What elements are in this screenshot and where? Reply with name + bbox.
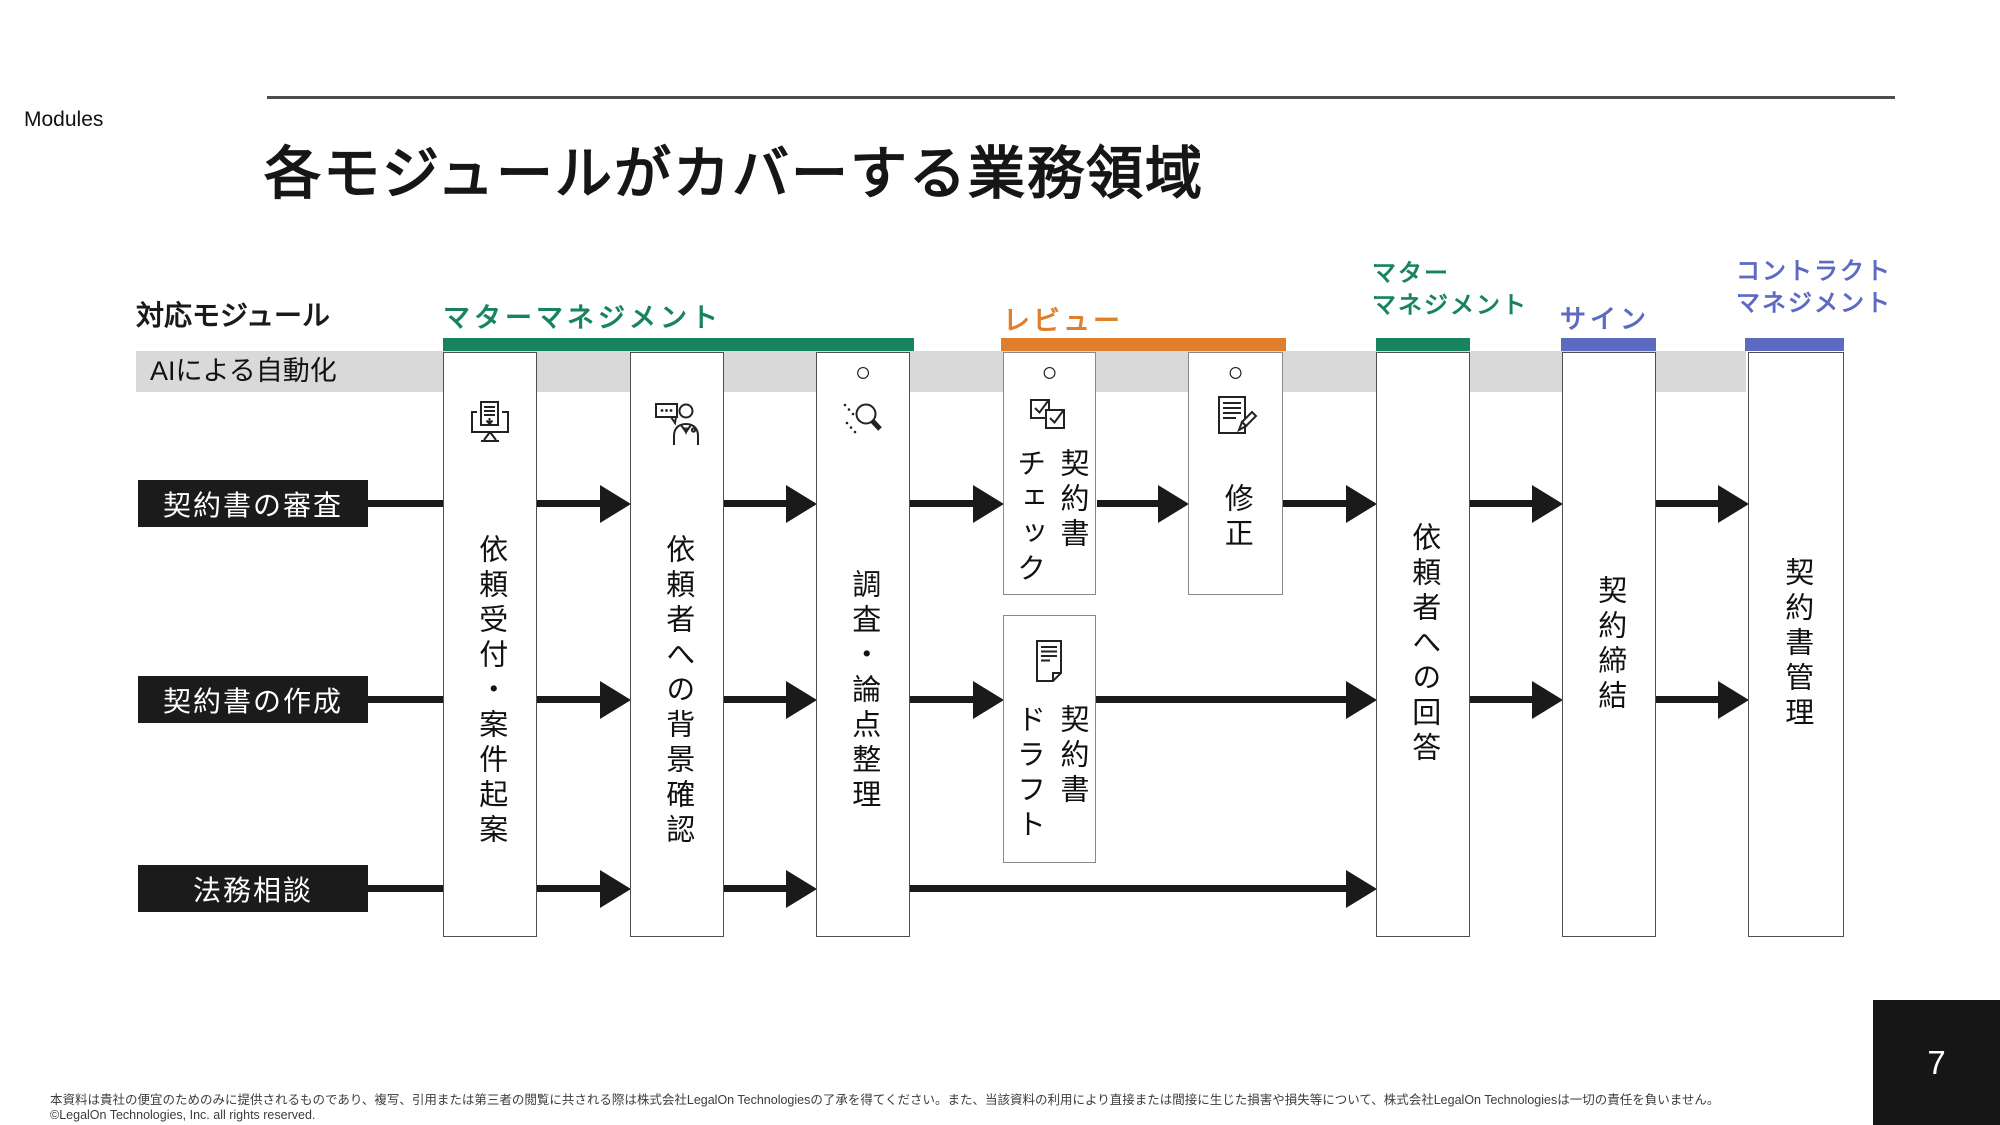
arrow-head [600, 485, 631, 523]
arrow-shaft [1283, 500, 1346, 507]
footer-disclaimer: 本資料は貴社の便宜のためのみに提供されるものであり、複写、引用または第三者の閲覧… [50, 1093, 1720, 1122]
connector-line [368, 500, 443, 507]
magnifier-icon [839, 399, 887, 447]
matter-management-bar-2 [1376, 338, 1470, 351]
arrow-shaft [910, 885, 1346, 892]
arrow-shaft [910, 500, 973, 507]
arrow-head [600, 870, 631, 908]
module-header-matter-management-2: マター マネジメント [1372, 260, 1528, 319]
step-label: 契約書 チェック [1012, 447, 1089, 588]
module-header-matter-management: マターマネジメント [443, 303, 722, 333]
arrow-head [1346, 870, 1377, 908]
arrow-shaft [1656, 696, 1718, 703]
title-rule [267, 96, 1895, 99]
step-column-research: ○ 調査・論点整理 [816, 352, 910, 937]
review-bar [1001, 338, 1286, 351]
arrow-head [600, 681, 631, 719]
step-column-contract-draft: 契約書 ドラフト [1003, 615, 1096, 863]
arrow-shaft [724, 885, 786, 892]
arrow-shaft [537, 500, 600, 507]
step-column-contract-management: 契約書管理 [1748, 352, 1844, 937]
connector-line [368, 885, 443, 892]
page-title: 各モジュールがカバーする業務領域 [264, 142, 1205, 206]
step-label: 依頼者への回答 [1407, 522, 1440, 767]
contract-management-bar [1745, 338, 1844, 351]
arrow-head [786, 870, 817, 908]
arrow-head [1532, 681, 1563, 719]
checklist-icon [1026, 393, 1074, 441]
process-box-legal-consultation: 法務相談 [138, 865, 368, 912]
arrow-head [1346, 485, 1377, 523]
step-column-client-reply: 依頼者への回答 [1376, 352, 1470, 937]
arrow-head [973, 485, 1004, 523]
modules-eyebrow: Modules [24, 108, 104, 131]
step-label: 依頼者への背景確認 [661, 534, 694, 849]
arrow-shaft [724, 696, 786, 703]
matter-management-bar [443, 338, 914, 351]
arrow-shaft [1096, 696, 1346, 703]
page-number: 7 [1927, 1043, 1946, 1081]
row-label-modules: 対応モジュール [136, 300, 331, 331]
page-number-box: 7 [1873, 1000, 2000, 1125]
document-icon [1026, 638, 1074, 686]
step-label: 修正 [1220, 482, 1253, 553]
step-label: 契約書管理 [1780, 557, 1813, 732]
step-column-request-intake: 依頼受付・案件起案 [443, 352, 537, 937]
ai-automation-band: AIによる自動化 [136, 351, 1746, 392]
step-column-contract-check: ○ 契約書 チェック [1003, 352, 1096, 595]
ai-automated-mark: ○ [1227, 357, 1244, 387]
module-header-review: レビュー [1003, 306, 1123, 336]
arrow-head [1158, 485, 1189, 523]
step-column-background-check: 依頼者への背景確認 [630, 352, 724, 937]
module-header-contract-management: コントラクト マネジメント [1736, 258, 1892, 317]
arrow-shaft [1470, 500, 1532, 507]
module-header-sign: サイン [1560, 304, 1651, 334]
step-label: 契約締結 [1593, 574, 1626, 715]
arrow-shaft [537, 696, 600, 703]
process-box-contract-review: 契約書の審査 [138, 480, 368, 527]
arrow-head [1718, 485, 1749, 523]
monitor-intake-icon [466, 399, 514, 447]
client-hearing-icon [653, 399, 701, 447]
arrow-head [1532, 485, 1563, 523]
arrow-head [973, 681, 1004, 719]
arrow-shaft [1097, 500, 1158, 507]
row-label-ai-automation: AIによる自動化 [150, 356, 337, 386]
step-label: 依頼受付・案件起案 [474, 534, 507, 849]
ai-automated-mark: ○ [1041, 357, 1058, 387]
arrow-head [1718, 681, 1749, 719]
arrow-shaft [1470, 696, 1532, 703]
sign-bar [1561, 338, 1656, 351]
arrow-head [786, 485, 817, 523]
arrow-shaft [1656, 500, 1718, 507]
arrow-head [786, 681, 817, 719]
process-box-contract-drafting: 契約書の作成 [138, 676, 368, 723]
arrow-shaft [910, 696, 973, 703]
arrow-shaft [724, 500, 786, 507]
arrow-shaft [537, 885, 600, 892]
connector-line [368, 696, 443, 703]
step-column-revision: ○ 修正 [1188, 352, 1283, 595]
step-column-contract-execution: 契約締結 [1562, 352, 1656, 937]
ai-automated-mark: ○ [854, 357, 872, 387]
step-label: 調査・論点整理 [847, 569, 880, 814]
document-edit-icon [1212, 393, 1260, 441]
step-label: 契約書 ドラフト [1012, 704, 1089, 844]
arrow-head [1346, 681, 1377, 719]
